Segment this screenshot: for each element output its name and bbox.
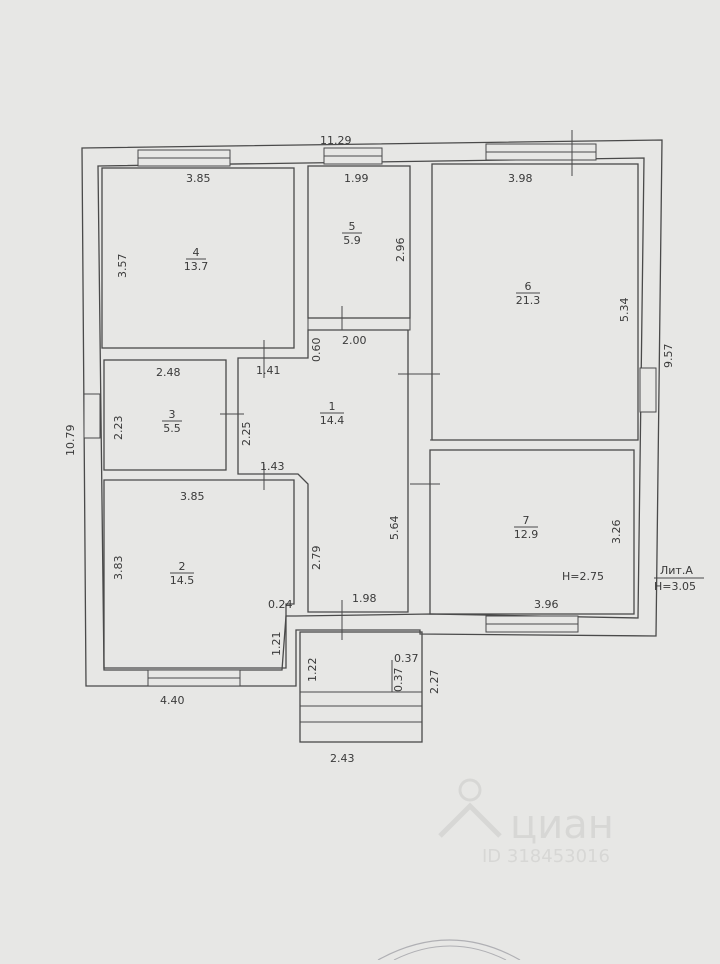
dim-r7-w: 3.96 <box>534 598 559 611</box>
dim-height-right: 9.57 <box>662 344 675 369</box>
dim-r3-h: 2.23 <box>112 416 125 441</box>
dim-porch-width: 2.43 <box>330 752 355 765</box>
dim-width-top: 11.29 <box>320 134 352 147</box>
room-1-number: 1 <box>329 400 336 413</box>
dim-height-left: 10.79 <box>64 425 77 457</box>
room-4 <box>101 167 295 349</box>
room-7 <box>429 449 635 615</box>
watermark-brand: циан <box>510 802 614 848</box>
dim-hall-143: 1.43 <box>260 460 285 473</box>
dim-r7-ceiling: H=2.75 <box>562 570 604 583</box>
room-2-area: 14.5 <box>170 574 195 587</box>
dim-hall-279: 2.79 <box>310 546 323 571</box>
room-6-area: 21.3 <box>516 294 541 307</box>
room-4-number: 4 <box>193 246 200 259</box>
room-5 <box>307 165 411 319</box>
legend-lit: Лит.А <box>660 564 693 577</box>
cian-logo-watermark: циан ID 318453016 <box>438 778 614 867</box>
dim-r2-h: 3.83 <box>112 556 125 581</box>
dim-r6-h: 5.34 <box>618 298 631 323</box>
dim-r2-121: 1.21 <box>270 632 283 657</box>
room-3 <box>103 359 227 471</box>
dim-porch-037a: 0.37 <box>394 652 419 665</box>
room-1 <box>237 329 409 613</box>
porch <box>299 631 423 743</box>
dim-r2-w: 3.85 <box>180 490 205 503</box>
legend-height: H=3.05 <box>654 580 696 593</box>
room-4-area: 13.7 <box>184 260 209 273</box>
room-3-area: 5.5 <box>163 422 181 435</box>
corridor-notch <box>307 318 411 331</box>
room-5-number: 5 <box>349 220 356 233</box>
dim-r5-h: 2.96 <box>394 238 407 263</box>
room-1-area: 14.4 <box>320 414 345 427</box>
dim-r6-w: 3.98 <box>508 172 533 185</box>
room-6-number: 6 <box>525 280 532 293</box>
dim-r5-w: 1.99 <box>344 172 369 185</box>
dim-hall-198: 1.98 <box>352 592 377 605</box>
dim-corr-top: 2.00 <box>342 334 367 347</box>
window-left-room3 <box>83 393 101 439</box>
dim-hall-564: 5.64 <box>388 516 401 541</box>
watermark-id: ID 318453016 <box>482 846 610 867</box>
room-2 <box>103 479 295 669</box>
dim-r3-w: 2.48 <box>156 366 181 379</box>
room-7-number: 7 <box>523 514 530 527</box>
dim-r4-w: 3.85 <box>186 172 211 185</box>
dim-hall-141: 1.41 <box>256 364 281 377</box>
dim-corr-notch: 0.60 <box>310 338 323 363</box>
window-right-room6 <box>639 367 657 413</box>
dim-hall-225: 2.25 <box>240 422 253 447</box>
dim-porch-037b: 0.37 <box>392 668 405 693</box>
room-5-area: 5.9 <box>343 234 361 247</box>
dim-width-bottom-left: 4.40 <box>160 694 185 707</box>
room-2-number: 2 <box>179 560 186 573</box>
room-7-area: 12.9 <box>514 528 539 541</box>
dim-r4-h: 3.57 <box>116 254 129 279</box>
room-3-number: 3 <box>169 408 176 421</box>
dim-porch-227: 2.27 <box>428 670 441 695</box>
dim-porch-122: 1.22 <box>306 658 319 683</box>
dim-r2-024: 0.24 <box>268 598 293 611</box>
stamp-fragment <box>377 939 521 961</box>
dim-r7-h: 3.26 <box>610 520 623 545</box>
